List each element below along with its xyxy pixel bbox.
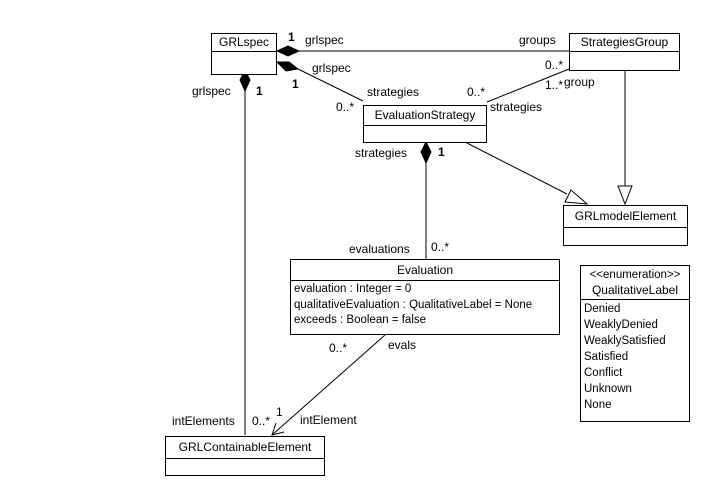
association-evaluation-intelement [271, 334, 386, 436]
association-grlspec-strategies [297, 68, 364, 102]
class-name: StrategiesGroup [570, 34, 679, 52]
attribute: exceeds : Boolean = false [294, 314, 427, 326]
multiplicity-label: 0..* [431, 240, 450, 254]
multiplicity-label: 1 [276, 405, 283, 419]
attribute: evaluation : Integer = 0 [294, 283, 412, 295]
composition-diamond-icon [239, 68, 251, 93]
association-group-strategies [486, 68, 570, 103]
role-label: grlspec [192, 84, 231, 98]
class-evaluation[interactable]: Evaluation evaluation : Integer = 0 qual… [290, 259, 560, 335]
class-strategies-group[interactable]: StrategiesGroup [569, 33, 680, 71]
multiplicity-label: 1..* [545, 78, 564, 92]
enum-literal: Denied [584, 303, 621, 315]
class-name: GRLspec [212, 34, 276, 52]
enum-literal: None [584, 399, 612, 411]
generalization-arrowhead-icon [564, 189, 589, 205]
class-grlspec[interactable]: GRLspec [211, 33, 277, 75]
multiplicity-label: 0..* [329, 341, 348, 355]
attribute-list: evaluation : Integer = 0 qualitativeEval… [291, 281, 559, 330]
class-grl-model-element[interactable]: GRLmodelElement [563, 205, 688, 246]
multiplicity-label: 0..* [467, 85, 486, 99]
role-label: strategies [490, 100, 543, 114]
role-label: grlspec [305, 33, 344, 47]
multiplicity-label: 1 [438, 145, 445, 159]
enum-literal: Unknown [584, 383, 632, 395]
attribute: qualitativeEvaluation : QualitativeLabel… [294, 298, 533, 311]
multiplicity-label: 0..* [545, 58, 564, 72]
class-name: GRLmodelElement [564, 206, 687, 228]
multiplicity-label: 0..* [252, 414, 271, 428]
enum-literal: WeaklySatisfied [584, 335, 666, 347]
multiplicity-label: 1 [288, 30, 295, 44]
generalization-arrowhead-icon [617, 185, 633, 206]
role-label: strategies [367, 85, 420, 99]
class-evaluation-strategy[interactable]: EvaluationStrategy [363, 105, 487, 143]
enum-stereotype: <<enumeration>> [589, 269, 681, 281]
composition-diamond-icon [275, 61, 300, 72]
composition-diamond-icon [275, 45, 301, 57]
role-label: evaluations [349, 242, 410, 256]
role-label: grlspec [312, 61, 351, 75]
role-label: intElement [300, 413, 357, 427]
composition-diamond-icon [420, 140, 432, 165]
enum-qualitative-label[interactable]: <<enumeration>> QualitativeLabel Denied … [580, 265, 690, 422]
class-name: Evaluation [291, 260, 559, 281]
class-name: EvaluationStrategy [364, 106, 486, 126]
enum-name: QualitativeLabel [581, 282, 689, 300]
role-label: group [564, 75, 595, 89]
role-label: strategies [355, 146, 408, 160]
multiplicity-label: 0..* [336, 100, 355, 114]
enum-literal: Conflict [584, 367, 623, 379]
enum-literal: Satisfied [584, 351, 629, 363]
class-grl-containable-element[interactable]: GRLContainableElement [165, 436, 325, 476]
navigation-arrow-icon [271, 422, 285, 436]
class-name: GRLContainableElement [166, 437, 324, 459]
role-label: groups [519, 33, 556, 47]
multiplicity-label: 1 [292, 77, 299, 91]
generalization-strategy [462, 140, 568, 195]
enum-literal: WeaklyDenied [584, 319, 658, 331]
multiplicity-label: 1 [256, 84, 263, 98]
enum-literals: Denied WeaklyDenied WeaklySatisfied Sati… [581, 300, 689, 414]
role-label: evals [388, 338, 417, 352]
role-label: intElements [172, 414, 235, 428]
